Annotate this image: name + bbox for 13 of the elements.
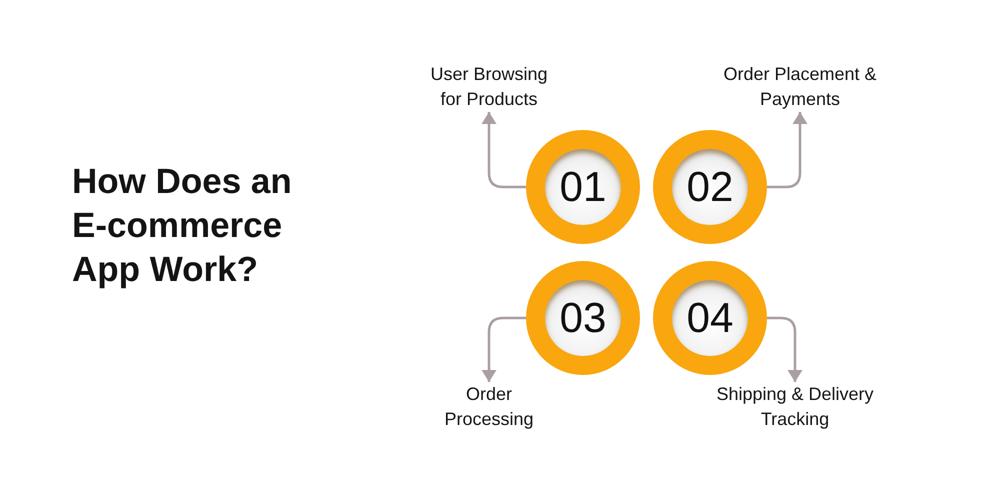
step-label: Shipping & Delivery Tracking (715, 382, 875, 432)
step-label: Order Processing (443, 382, 535, 432)
step-number: 03 (545, 280, 621, 356)
step-label: User Browsing for Products (429, 62, 549, 112)
title: How Does an E-commerce App Work? (72, 161, 293, 291)
step-number: 02 (672, 149, 748, 225)
arrow (767, 112, 808, 188)
arrow (767, 316, 802, 382)
step-number: 01 (545, 149, 621, 225)
arrow (482, 316, 526, 382)
arrow (482, 112, 526, 188)
step-number: 04 (672, 280, 748, 356)
step-label: Order Placement & Payments (722, 62, 878, 112)
